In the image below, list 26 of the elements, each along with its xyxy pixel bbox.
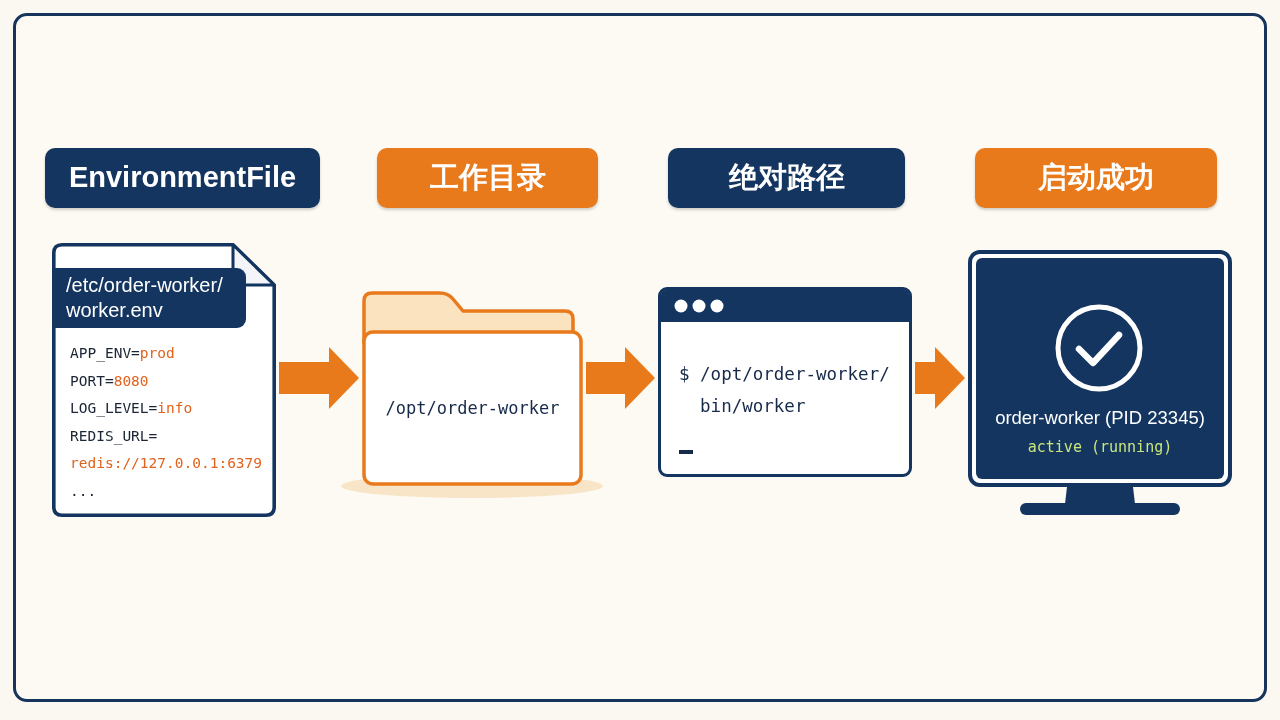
config-file xyxy=(52,243,276,517)
step-title: 工作目录 xyxy=(429,161,546,195)
config-line: ... xyxy=(70,481,97,501)
directory-path: /opt/order-worker xyxy=(385,397,560,420)
config-line: REDIS_URL= redis://127.0.0.1:6379 xyxy=(70,426,264,473)
config-line: PORT=8080 xyxy=(70,371,149,391)
step-title: EnvironmentFile xyxy=(68,161,297,195)
monitor xyxy=(968,250,1232,516)
config-line: LOG_LEVEL=info xyxy=(70,399,193,419)
folder xyxy=(362,291,583,486)
arrow xyxy=(279,347,359,409)
step-header xyxy=(377,148,598,208)
process-name: order-worker (PID 23345) xyxy=(995,406,1205,430)
arrow xyxy=(915,347,965,409)
command-text: $ /opt/order-worker/ bin/worker xyxy=(679,363,891,418)
status-text: active (running) xyxy=(1027,437,1173,458)
config-line: APP_ENV=prod xyxy=(70,344,175,364)
step-header xyxy=(668,148,905,208)
terminal-window xyxy=(658,287,912,477)
step-title: 绝对路径 xyxy=(728,161,845,195)
step-header xyxy=(45,148,320,208)
arrow xyxy=(586,347,655,409)
step-header xyxy=(975,148,1217,208)
step-title: 启动成功 xyxy=(1038,161,1154,195)
file-path: /etc/order-worker/ worker.env xyxy=(66,273,224,323)
file-path-banner xyxy=(52,268,246,328)
